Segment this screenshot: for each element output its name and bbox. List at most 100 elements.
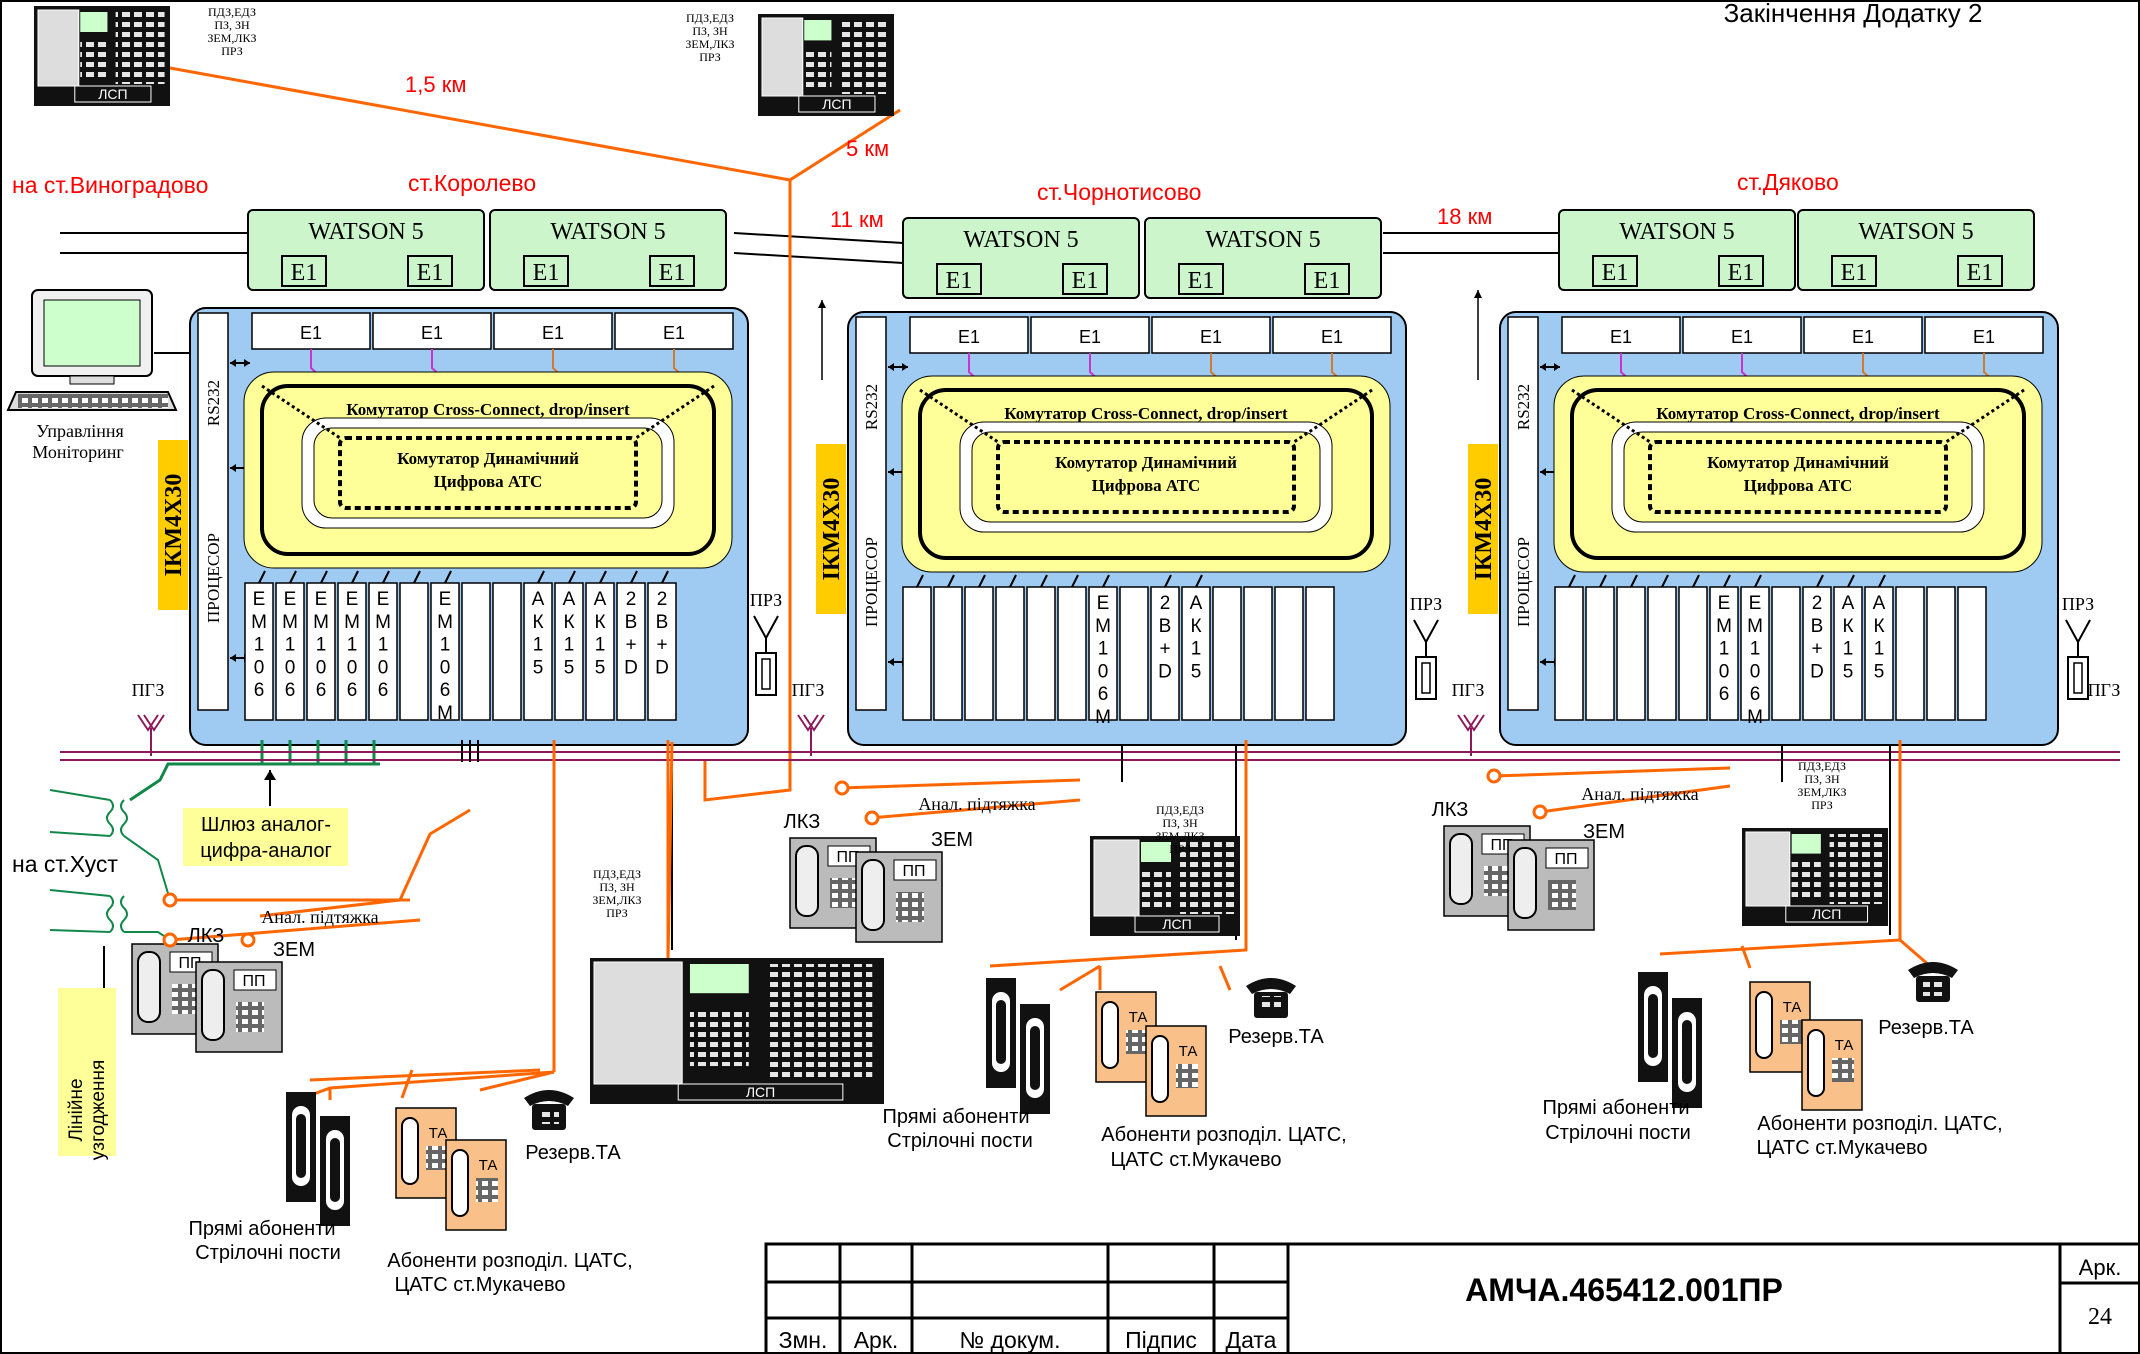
lsp-annotation-line: ПЗ, ЗН <box>599 880 635 894</box>
slot-label-em: М <box>282 612 298 633</box>
card-slot: 2В+D <box>1802 574 1832 721</box>
rs232-label: RS232 <box>204 380 223 426</box>
watson-label: WATSON 5 <box>308 219 423 245</box>
slot-label-bd: 2 <box>626 589 637 610</box>
svg-text:узгодження: узгодження <box>88 1060 109 1161</box>
monitoring-label: Моніторинг <box>32 442 123 462</box>
slot-label-em: Е <box>315 589 328 610</box>
station-vynohradovo: на ст.Виноградово <box>12 172 208 198</box>
junction-dot <box>1486 768 1502 784</box>
junction-dot <box>1532 804 1548 820</box>
direct-label: Прямі абоненти <box>188 1218 335 1240</box>
direct-label: Прямі абоненти <box>1542 1097 1689 1119</box>
slot-label-em: 6 <box>1719 684 1730 705</box>
slot-label-em: 6 <box>316 680 327 701</box>
e1-port: E1 <box>1314 268 1341 294</box>
slot-label-em: 0 <box>254 657 265 678</box>
slot-label-emm: Е <box>439 589 452 610</box>
slot-label-em: М <box>1716 616 1732 637</box>
distance-label: 11 км <box>830 207 884 232</box>
ikm-text: ІКМ4Х30 <box>161 474 187 577</box>
distance-label: 18 км <box>1437 204 1492 229</box>
pgz-label: ПГЗ <box>792 680 825 700</box>
slot-label-ak: А <box>1190 593 1203 614</box>
watson-label: WATSON 5 <box>550 219 665 245</box>
slot-label-em: Е <box>1718 593 1731 614</box>
e1-port: E1 <box>1852 327 1874 347</box>
slot-label-ak: А <box>1873 593 1886 614</box>
monitoring-label: Управління <box>36 421 124 441</box>
slot-label-emm: 0 <box>440 657 451 678</box>
slot-label-emm: Е <box>1749 593 1762 614</box>
slot-label-emm: М <box>437 612 453 633</box>
zem-phone-icon: ПП <box>1507 839 1595 931</box>
reserve-phone-icon <box>1246 978 1296 1018</box>
lsp-console-icon: ЛСП <box>1742 828 1888 926</box>
lsp-label: ЛСП <box>1812 906 1841 922</box>
svg-text:цифра-аналог: цифра-аналог <box>200 840 332 862</box>
reserve-label: Резерв.ТА <box>1878 1017 1974 1039</box>
lsp-console-icon: ЛСП <box>34 6 170 106</box>
junction-dot <box>162 892 178 908</box>
e1-port: E1 <box>421 323 443 343</box>
slot-label-ak: 5 <box>533 657 544 678</box>
connection-lines <box>60 740 2120 1100</box>
crossconnect-label: Комутатор Cross-Connect, drop/insert <box>346 400 630 419</box>
phone-ta-label: ТА <box>429 1125 448 1142</box>
station-diakovo: ст.Дяково <box>1737 169 1839 195</box>
card-slot <box>1212 586 1242 721</box>
slot-label-bd: + <box>1159 639 1170 660</box>
monitoring-computer-icon <box>6 289 178 411</box>
sheet-number: 24 <box>2088 1304 2112 1330</box>
slot-label-em: 0 <box>347 657 358 678</box>
e1-port: E1 <box>1731 327 1753 347</box>
slot-label-emm: М <box>437 703 453 724</box>
slot-label-emm: М <box>1095 707 1111 728</box>
direct-label: Стрілочні пости <box>887 1130 1033 1152</box>
prz-label: ПРЗ <box>750 590 782 610</box>
slot-label-ak: 5 <box>564 657 575 678</box>
slot-label-bd: В <box>1811 616 1824 637</box>
slot-label-ak: К <box>594 612 605 633</box>
lsp-annotation-line: ПДЗ,ЕДЗ <box>686 11 734 25</box>
distance-label: 1,5 км <box>405 72 466 97</box>
lsp-annotation-line: ПЗ, ЗН <box>692 24 728 38</box>
dist-label: ЦАТС ст.Мукачево <box>394 1274 565 1296</box>
direct-phone-icon <box>1638 972 1668 1082</box>
lsp-annotation-line: ПДЗ,ЕДЗ <box>593 867 641 881</box>
ta-phone-icon: ТА <box>1801 1019 1863 1111</box>
lsp-annotation-line: ПЗ, ЗН <box>214 18 250 32</box>
slot-label-emm: 1 <box>440 635 451 656</box>
slot-label-ak: 1 <box>1191 639 1202 660</box>
slot-label-ak: К <box>563 612 574 633</box>
card-slot <box>1554 574 1584 721</box>
reserve-phone-icon <box>524 1090 574 1130</box>
slot-label-bd: В <box>625 612 638 633</box>
prz-device: ПРЗ <box>750 590 782 696</box>
anal-label: Анал. підтяжка <box>1581 784 1698 804</box>
title-block <box>764 1242 2140 1354</box>
lsp-annotation-line: ПДЗ,ЕДЗ <box>1798 759 1846 773</box>
lsp-annotation-line: ПРЗ <box>1811 798 1833 812</box>
lsp-annotation-line: ЗЕМ,ЛКЗ <box>592 893 641 907</box>
pgz-label: ПГЗ <box>132 680 165 700</box>
zem-label: ЗЕМ <box>1583 821 1625 843</box>
pgz-label: ПГЗ <box>1452 680 1485 700</box>
phone-pp-label: ПП <box>837 849 860 866</box>
